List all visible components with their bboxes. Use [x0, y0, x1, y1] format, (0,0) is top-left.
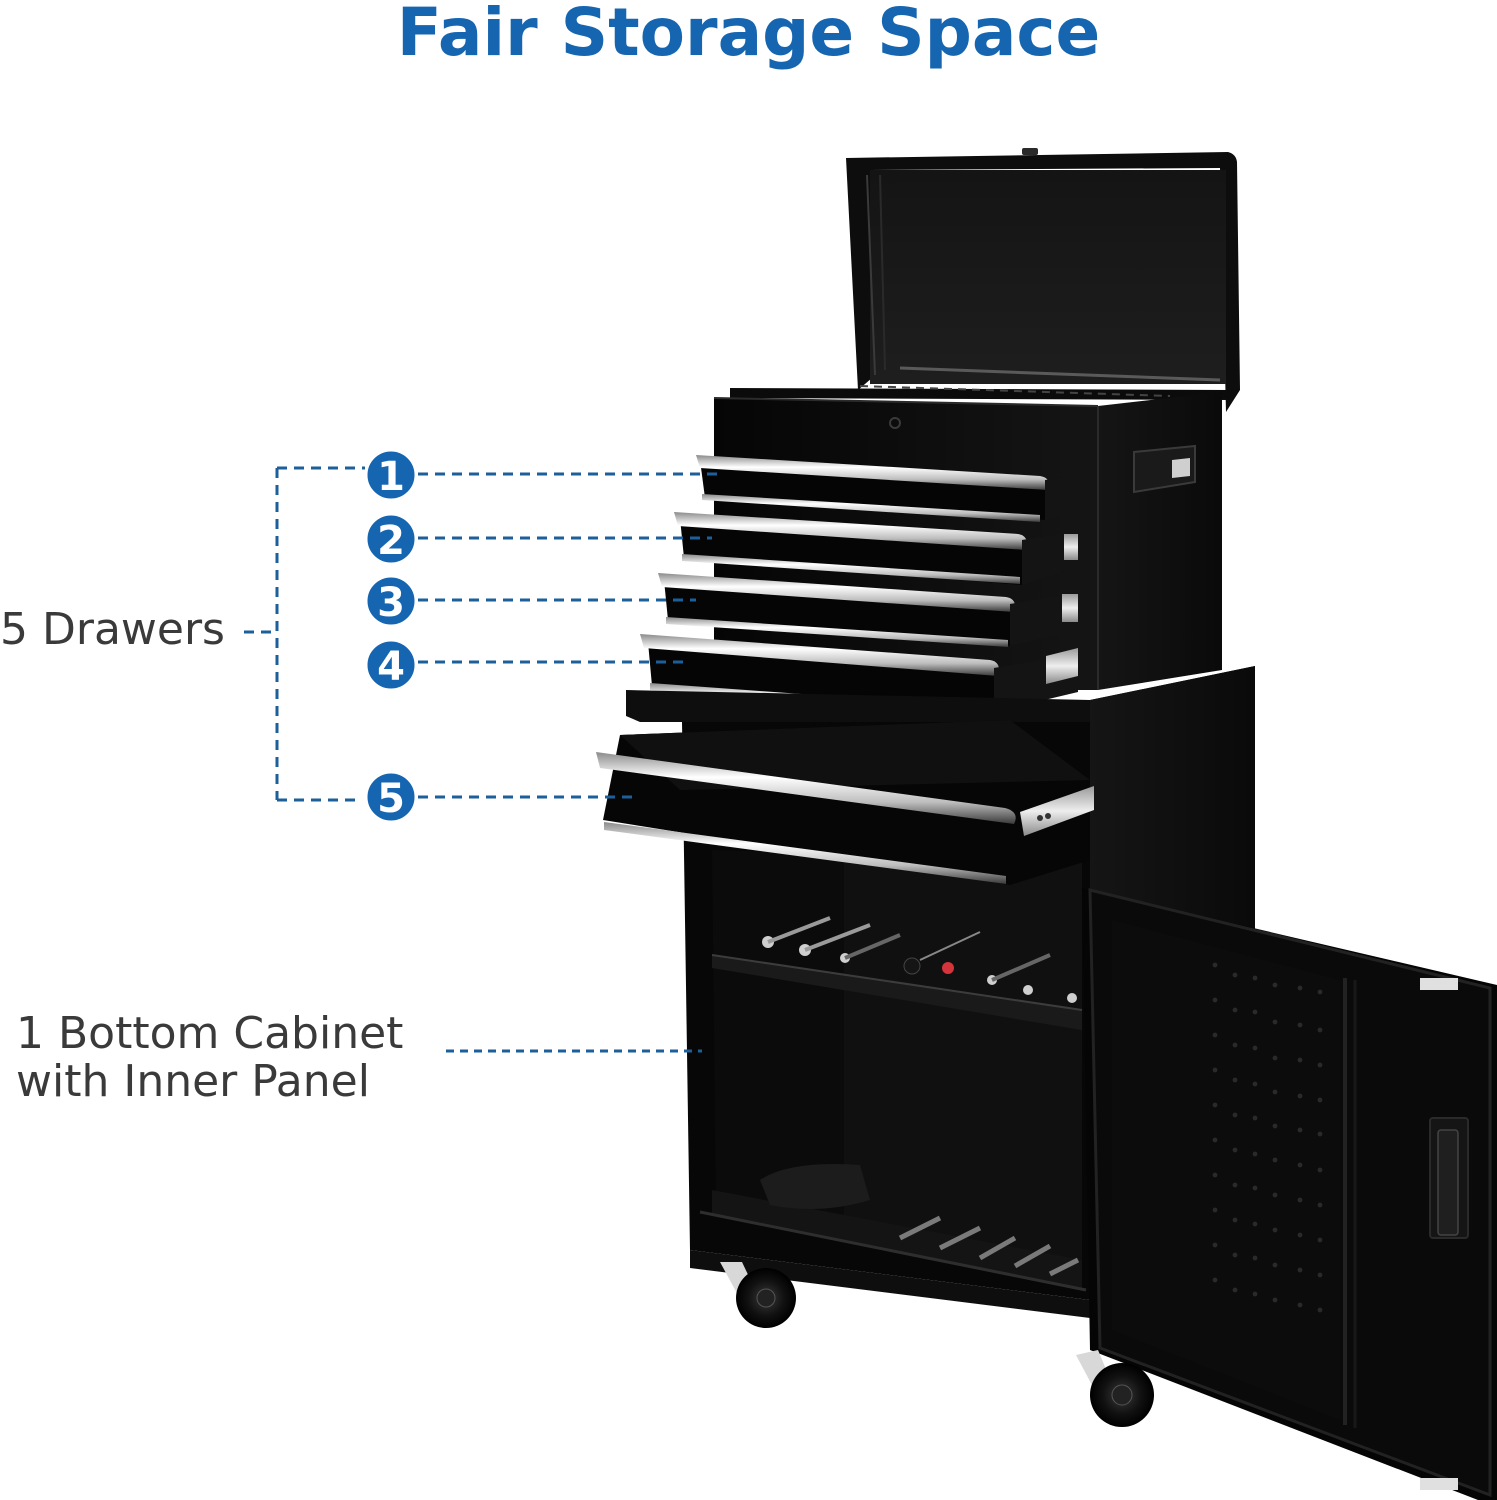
- cabinet-label-line2: with Inner Panel: [16, 1055, 370, 1107]
- drawer-2[interactable]: [674, 512, 1078, 585]
- badge-4: 4: [364, 638, 418, 692]
- svg-text:1: 1: [377, 454, 405, 500]
- drawers-label-text: 5 Drawers: [0, 604, 225, 655]
- badge-5: 5: [364, 770, 418, 824]
- svg-text:4: 4: [377, 644, 405, 690]
- badge-1: 1: [364, 448, 418, 502]
- drawer-5[interactable]: [596, 720, 1094, 885]
- tray-wrenches: [898, 1215, 1080, 1277]
- drawers-callout-lines: [244, 466, 722, 802]
- chest-lid[interactable]: [730, 148, 1240, 412]
- drawer-1[interactable]: [696, 455, 1075, 522]
- caster-front-right: [1076, 1350, 1154, 1427]
- lid-latch-icon: [1022, 148, 1038, 155]
- cabinet-label-line1: 1 Bottom Cabinet: [16, 1008, 404, 1059]
- caster-front-left: [720, 1262, 796, 1328]
- drawer-slide: [1020, 786, 1094, 836]
- svg-text:5: 5: [377, 776, 405, 822]
- svg-text:2: 2: [377, 518, 405, 564]
- pegboard-holes: [1212, 962, 1323, 1313]
- bottom-tray: [712, 1190, 1082, 1290]
- side-handle[interactable]: [1133, 444, 1196, 494]
- drawer-slide: [1046, 648, 1078, 684]
- drawers-label: 5 Drawers: [0, 606, 225, 654]
- inner-shelf: [712, 955, 1082, 1030]
- badge-2: 2: [364, 512, 418, 566]
- drill-icon: [760, 1164, 870, 1209]
- cabinet-label: 1 Bottom Cabinet with Inner Panel: [16, 1010, 403, 1105]
- drawer-3[interactable]: [658, 573, 1078, 647]
- red-screwdriver-icon: [942, 962, 954, 974]
- svg-text:3: 3: [377, 580, 405, 626]
- badge-3: 3: [364, 574, 418, 628]
- drawer-slide: [1062, 594, 1078, 622]
- shelf-tools: [762, 916, 1077, 1003]
- door-handle[interactable]: [1429, 1117, 1469, 1239]
- door-hinge: [1420, 978, 1458, 990]
- cabinet-door[interactable]: [1082, 888, 1497, 1500]
- drawer-slide: [1064, 534, 1078, 560]
- page-title: Fair Storage Space: [396, 0, 1101, 71]
- lock-icon: [889, 417, 901, 429]
- door-hinge: [1420, 1478, 1458, 1490]
